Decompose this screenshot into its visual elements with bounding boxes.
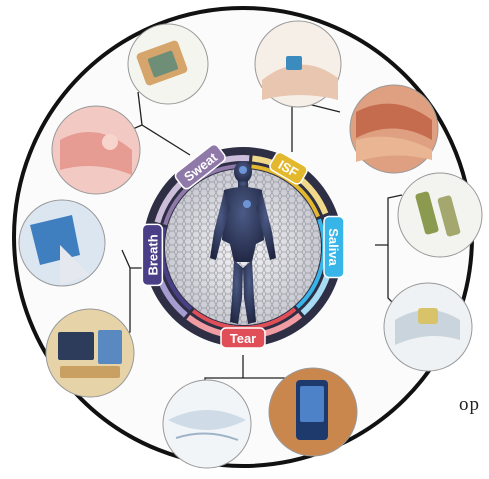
sample-image-saliva-1	[398, 173, 482, 257]
breath-label: Breath	[142, 224, 162, 285]
sample-image-breath-2	[46, 309, 134, 397]
sample-image-isf-1	[255, 21, 341, 107]
sample-image-sweat-1	[128, 24, 208, 104]
sample-image-tear-2	[269, 368, 357, 456]
cropped-side-text: op	[459, 394, 480, 416]
sample-image-sweat-2	[52, 106, 140, 194]
heart-highlight	[243, 200, 251, 208]
brain-highlight	[239, 166, 247, 174]
sample-image-saliva-2	[384, 283, 472, 371]
tear-label-text: Tear	[230, 331, 257, 346]
sample-image-breath-1	[19, 200, 105, 286]
saliva-label: Saliva	[324, 217, 344, 278]
breath-label-text: Breath	[145, 234, 160, 275]
tear-label: Tear	[221, 328, 265, 348]
sample-image-isf-2	[350, 85, 438, 173]
saliva-label-text: Saliva	[326, 228, 341, 266]
sample-image-tear-1	[163, 380, 251, 468]
